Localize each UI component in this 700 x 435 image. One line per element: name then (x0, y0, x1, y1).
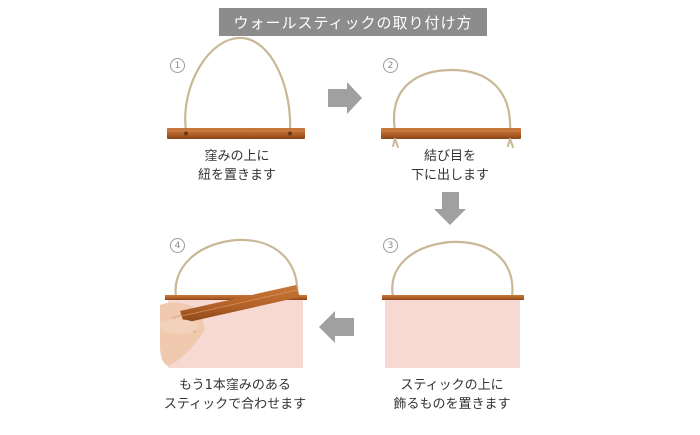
cord (392, 68, 512, 133)
wall-stick (381, 128, 521, 139)
wall-stick (382, 295, 524, 300)
step-3-caption: スティックの上に 飾るものを置きます (362, 376, 542, 414)
cord (184, 36, 292, 133)
caption-line: スティックで合わせます (163, 397, 307, 412)
caption-line: もう1本窪みのある (179, 378, 291, 393)
arrow-right-icon (328, 82, 362, 114)
stick-notch (184, 131, 188, 136)
caption-line: スティックの上に (400, 378, 504, 393)
caption-line: 飾るものを置きます (393, 397, 511, 412)
step-3-illustration (382, 240, 524, 368)
step-1-illustration (167, 36, 305, 139)
step-3-number: 3 (383, 238, 398, 253)
caption-line: 紐を置きます (197, 168, 276, 183)
step-2-illustration (381, 68, 521, 148)
arrow-down-icon (434, 192, 466, 225)
step-4-number: 4 (170, 238, 185, 253)
cord (174, 238, 299, 299)
second-wall-stick (180, 285, 300, 323)
step-2-caption: 結び目を 下に出します (360, 147, 540, 185)
arrow-left-icon (319, 311, 354, 343)
caption-line: 窪みの上に (204, 149, 270, 164)
thumb (160, 319, 199, 334)
caption-line: 下に出します (410, 168, 489, 183)
cord-knot (392, 138, 399, 148)
step-1-caption: 窪みの上に 紐を置きます (147, 147, 327, 185)
caption-line: 結び目を (423, 149, 476, 164)
wall-stick (165, 295, 307, 300)
cord (391, 240, 514, 299)
cord-knot (507, 138, 514, 148)
step-4-caption: もう1本窪みのある スティックで合わせます (145, 376, 325, 414)
page-title: ウォールスティックの取り付け方 (219, 8, 487, 36)
step-1-number: 1 (170, 58, 185, 73)
step-4-illustration (160, 238, 307, 368)
artwork-paper (385, 298, 520, 368)
step-2-number: 2 (383, 58, 398, 73)
stick-notch (288, 131, 292, 136)
